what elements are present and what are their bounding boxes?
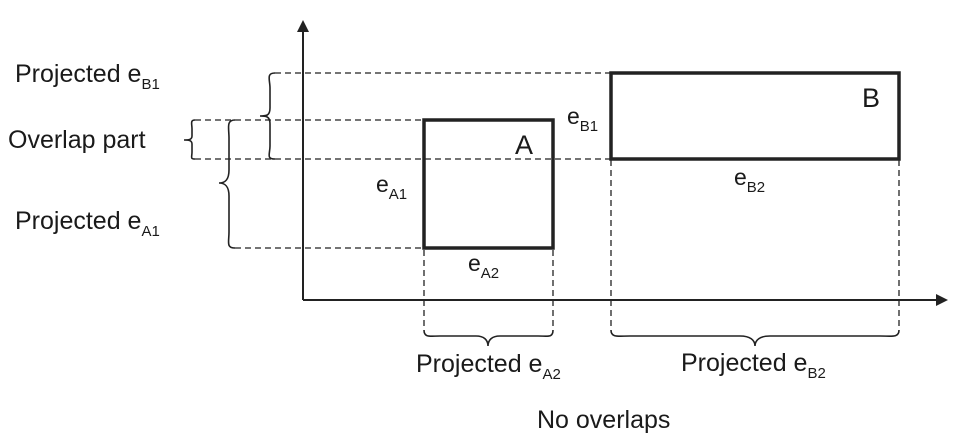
label-projected-ea1: Projected eA1 [15, 207, 160, 240]
box-b-label: B [862, 83, 880, 113]
caption: No overlaps [537, 406, 670, 434]
edge-label-ea1: eA1 [376, 171, 407, 203]
brace-projected-eb1 [259, 72, 276, 160]
edge-label-ea2: eA2 [468, 250, 499, 282]
brace-projected-eb2 [610, 329, 900, 347]
label-projected-ea2: Projected eA2 [416, 350, 561, 383]
label-projected-eb1: Projected eB1 [15, 60, 160, 93]
box-b [609, 71, 901, 161]
box-a-label: A [515, 130, 533, 160]
box-a [422, 118, 555, 250]
edge-label-eb2: eB2 [734, 164, 765, 196]
label-overlap-part: Overlap part [8, 126, 146, 154]
edge-label-eb1: eB1 [567, 103, 598, 135]
brace-projected-ea2 [423, 329, 554, 347]
label-projected-eb2: Projected eB2 [681, 349, 826, 382]
brace-overlap-part [183, 119, 196, 160]
brace-projected-ea1 [218, 119, 236, 249]
